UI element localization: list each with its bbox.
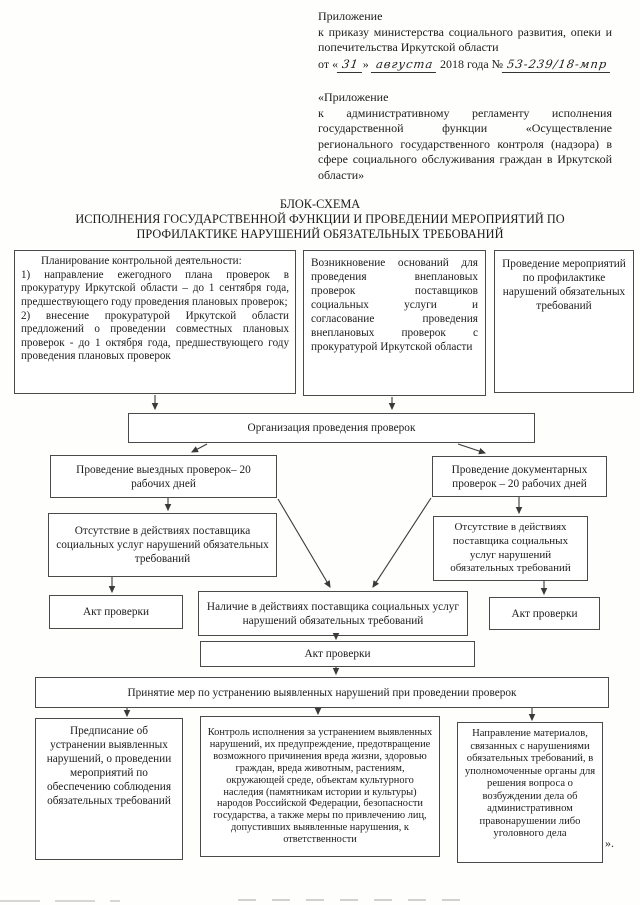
flowchart-box-absence-of-violations-right: Отсутствие в действиях поставщика социал… (433, 516, 588, 581)
inspection-act-right-text: Акт проверки (511, 607, 578, 620)
materials-referral-text: Направление материалов, связанных с нару… (464, 728, 596, 839)
planning-intro: Планирование контрольной деятельности: (41, 255, 242, 267)
flowchart-box-remedial-measures: Принятие мер по устранению выявленных на… (35, 677, 609, 708)
enforcement-control-text: Контроль исполнения за устранением выявл… (207, 727, 433, 845)
date-after-day: » (362, 56, 369, 71)
flowchart-box-prescription: Предписание об устранении выявленных нар… (35, 718, 183, 860)
date-prefix: от « (318, 56, 339, 71)
prevention-activities-text: Проведение мероприятий по профилактике н… (502, 258, 626, 312)
arrow-field-to-presence (277, 498, 331, 588)
handwritten-month: августа (370, 56, 439, 73)
regulation-reference-text: к административному регламенту исполнени… (318, 105, 612, 182)
flowchart-box-materials-referral: Направление материалов, связанных с нару… (457, 722, 603, 863)
appendix-reference-regulation: «Приложение к административному регламен… (318, 90, 612, 184)
remedial-measures-text: Принятие мер по устранению выявленных на… (127, 686, 517, 699)
appendix-reference-order: Приложение к приказу министерства социал… (318, 9, 613, 73)
flowchart-box-field-checks: Проведение выездных проверок– 20 рабочих… (50, 455, 277, 498)
unplanned-grounds-text: Возникновение оснований для проведения в… (311, 257, 478, 353)
handwritten-day: 31 (336, 56, 364, 73)
title-line-2: ИСПОЛНЕНИЯ ГОСУДАРСТВЕННОЙ ФУНКЦИИ И ПРО… (75, 212, 565, 241)
arrow-organization-to-documentary-checks (457, 443, 487, 455)
inspection-act-center-text: Акт проверки (304, 648, 371, 660)
presence-text: Наличие в действиях поставщика социальны… (206, 600, 460, 627)
order-reference-text: к приказу министерства социального разви… (318, 24, 612, 55)
flowchart-box-inspection-act-right: Акт проверки (489, 597, 600, 630)
flowchart-box-unplanned-grounds: Возникновение оснований для проведения в… (303, 250, 486, 396)
absence-right-text: Отсутствие в действиях поставщика социал… (450, 521, 571, 575)
appendix-label: Приложение (318, 9, 383, 23)
flowchart-box-prevention-activities: Проведение мероприятий по профилактике н… (494, 250, 634, 393)
flowchart-box-organization: Организация проведения проверок (128, 413, 535, 443)
flowchart-box-documentary-checks: Проведение документарных проверок – 20 р… (432, 456, 607, 497)
planning-item-2: 2) внесение прокуратурой Иркутской облас… (21, 309, 289, 363)
scan-artifact (238, 899, 474, 901)
appendix-quote-open: «Приложение (318, 90, 389, 104)
documentary-checks-text: Проведение документарных проверок – 20 р… (451, 463, 588, 490)
flowchart-box-inspection-act-left: Акт проверки (49, 595, 183, 629)
field-checks-text: Проведение выездных проверок– 20 рабочих… (76, 463, 251, 490)
flowchart-box-inspection-act-center: Акт проверки (200, 641, 475, 667)
inspection-act-left-text: Акт проверки (82, 606, 150, 618)
absence-left-text: Отсутствие в действиях поставщика социал… (56, 525, 269, 565)
closing-quote-mark: ». (605, 836, 614, 850)
scan-artifact (0, 900, 120, 902)
arrow-organization-to-field-checks (191, 443, 208, 453)
handwritten-doc-number: 53-239/18-мпр (502, 56, 613, 73)
title-line-1: БЛОК-СХЕМА (279, 197, 361, 211)
flowchart-box-presence-of-violations: Наличие в действиях поставщика социальны… (198, 591, 468, 636)
date-middle: 2018 года № (439, 56, 504, 71)
planning-item-1: 1) направление ежегодного плана проверок… (21, 268, 289, 308)
flowchart-box-planning: Планирование контрольной деятельности: 1… (14, 250, 296, 394)
organization-text: Организация проведения проверок (247, 422, 416, 434)
prescription-text: Предписание об устранении выявленных нар… (46, 725, 172, 807)
flowchart-box-absence-of-violations-left: Отсутствие в действиях поставщика социал… (48, 513, 277, 577)
arrow-documentary-to-presence (372, 497, 432, 588)
document-title: БЛОК-СХЕМА ИСПОЛНЕНИЯ ГОСУДАРСТВЕННОЙ ФУ… (30, 197, 610, 242)
flowchart-box-enforcement-control: Контроль исполнения за устранением выявл… (200, 716, 440, 857)
